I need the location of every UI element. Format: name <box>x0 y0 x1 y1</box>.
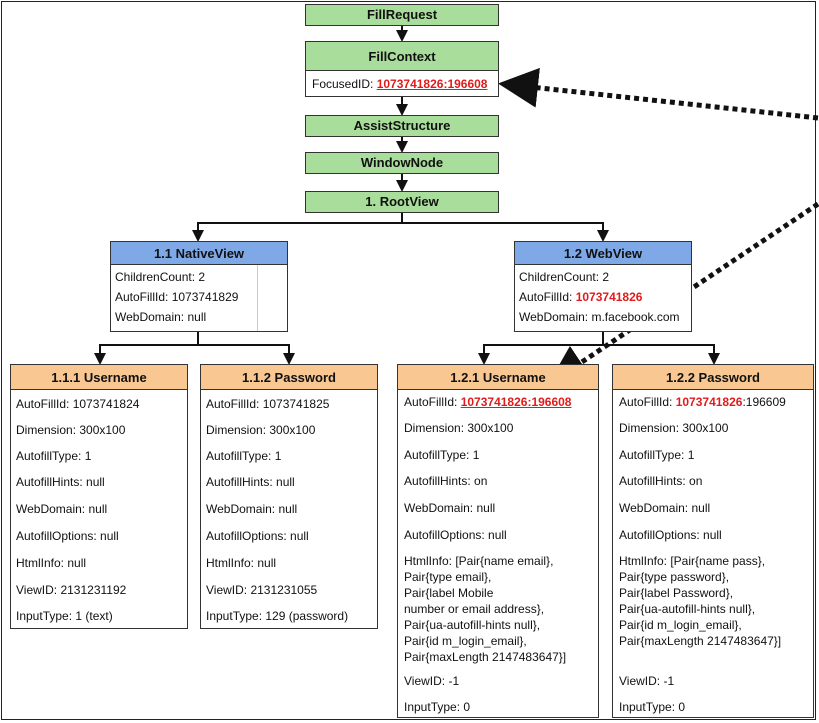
node-121-htmlinfo-4: Pair{ua-autofill-hints null}, <box>404 618 541 632</box>
node-121-box: 1.2.1 Username AutoFillId: 1073741826:19… <box>397 364 599 718</box>
node-122-htmlinfo-0: HtmlInfo: [Pair{name pass}, <box>619 554 766 568</box>
nativeview-webdomain: WebDomain: null <box>115 310 207 324</box>
webview-webdomain: WebDomain: m.facebook.com <box>519 310 680 324</box>
node-122-viewid: ViewID: -1 <box>619 674 675 688</box>
node-112-webdomain: WebDomain: null <box>206 502 298 516</box>
node-122-htmlinfo-5: Pair{maxLength 2147483647}] <box>619 634 782 648</box>
connector-web-password <box>603 344 720 365</box>
webview-autofillid-value: 1073741826 <box>575 290 643 304</box>
node-122-htmlinfo-3: Pair{ua-autofill-hints null}, <box>619 602 756 616</box>
node-121-htmlinfo-6: Pair{maxLength 2147483647}] <box>404 650 567 664</box>
node-111-box: 1.1.1 Username AutoFillId: 1073741824 Di… <box>10 364 188 629</box>
node-121-htmlinfo-2: Pair{label Mobile <box>404 586 494 600</box>
webview-title: 1.2 WebView <box>515 242 691 265</box>
connector-root-native <box>192 222 402 242</box>
fillcontext-title: FillContext <box>306 42 498 71</box>
connector-web-username <box>478 344 603 365</box>
node-112-autofillid: AutoFillId: 1073741825 <box>206 397 330 411</box>
node-121-title: 1.2.1 Username <box>398 365 598 390</box>
webview-autofillid: AutoFillId: 1073741826 <box>519 290 642 304</box>
node-122-inputtype: InputType: 0 <box>619 700 686 714</box>
node-121-autofillhints: AutofillHints: on <box>404 474 488 488</box>
node-121-htmlinfo-0: HtmlInfo: [Pair{name email}, <box>404 554 554 568</box>
connector-native-password <box>198 344 295 365</box>
nativeview-childrencount: ChildrenCount: 2 <box>115 270 206 284</box>
node-121-autofillid-value: 1073741826:196608 <box>460 395 572 409</box>
node-112-box: 1.1.2 Password AutoFillId: 1073741825 Di… <box>200 364 378 629</box>
node-112-title: 1.1.2 Password <box>201 365 377 390</box>
node-122-autofillid: AutoFillId: 1073741826:196609 <box>619 395 786 409</box>
focusedid-line: FocusedID: 1073741826:196608 <box>312 77 487 91</box>
node-112-autofilloptions: AutofillOptions: null <box>206 529 309 543</box>
node-111-htmlinfo: HtmlInfo: null <box>16 556 87 570</box>
node-111-inputtype: InputType: 1 (text) <box>16 609 113 623</box>
webview-childrencount: ChildrenCount: 2 <box>519 270 610 284</box>
node-121-viewid: ViewID: -1 <box>404 674 460 688</box>
node-112-inputtype: InputType: 129 (password) <box>206 609 349 623</box>
webview-box: 1.2 WebView ChildrenCount: 2 AutoFillId:… <box>514 241 692 332</box>
node-121-autofilltype: AutofillType: 1 <box>404 448 480 462</box>
webview-autofillid-label: AutoFillId: <box>519 290 576 304</box>
node-111-autofillhints: AutofillHints: null <box>16 475 105 489</box>
focusedid-value: 1073741826:196608 <box>376 77 488 91</box>
node-122-htmlinfo-1: Pair{type password}, <box>619 570 730 584</box>
node-121-inputtype: InputType: 0 <box>404 700 471 714</box>
windownode-box: WindowNode <box>305 152 499 174</box>
connector-native-username <box>94 344 198 365</box>
node-121-htmlinfo-1: Pair{type email}, <box>404 570 492 584</box>
node-122-webdomain: WebDomain: null <box>619 501 711 515</box>
node-122-autofillid-value-red: 1073741826 <box>675 395 743 409</box>
node-121-htmlinfo-5: Pair{id m_login_email}, <box>404 634 527 648</box>
assiststructure-box: AssistStructure <box>305 115 499 137</box>
node-122-dimension: Dimension: 300x100 <box>619 421 729 435</box>
node-122-autofilltype: AutofillType: 1 <box>619 448 695 462</box>
nativeview-title: 1.1 NativeView <box>111 242 287 265</box>
node-111-viewid: ViewID: 2131231192 <box>16 583 127 597</box>
node-121-autofillid: AutoFillId: 1073741826:196608 <box>404 395 571 409</box>
node-121-autofillid-label: AutoFillId: <box>404 395 461 409</box>
node-122-autofillid-label: AutoFillId: <box>619 395 676 409</box>
node-122-autofilloptions: AutofillOptions: null <box>619 528 722 542</box>
connector-root-web <box>402 222 609 242</box>
node-112-viewid: ViewID: 2131231055 <box>206 583 318 597</box>
node-111-webdomain: WebDomain: null <box>16 502 108 516</box>
node-112-autofillhints: AutofillHints: null <box>206 475 295 489</box>
rootview-box: 1. RootView <box>305 191 499 213</box>
node-121-webdomain: WebDomain: null <box>404 501 496 515</box>
node-111-autofilltype: AutofillType: 1 <box>16 449 92 463</box>
nativeview-autofillid: AutoFillId: 1073741829 <box>115 290 239 304</box>
node-111-dimension: Dimension: 300x100 <box>16 423 126 437</box>
node-111-title: 1.1.1 Username <box>11 365 187 390</box>
node-112-autofilltype: AutofillType: 1 <box>206 449 282 463</box>
dotted-arrow-to-focusedid <box>498 67 819 121</box>
node-112-dimension: Dimension: 300x100 <box>206 423 316 437</box>
fillcontext-box: FillContext FocusedID: 1073741826:196608 <box>305 41 499 97</box>
node-122-box: 1.2.2 Password AutoFillId: 1073741826:19… <box>612 364 814 718</box>
fillrequest-box: FillRequest <box>305 4 499 26</box>
node-122-htmlinfo-4: Pair{id m_login_email}, <box>619 618 742 632</box>
node-121-dimension: Dimension: 300x100 <box>404 421 514 435</box>
nativeview-divider <box>257 265 258 331</box>
node-122-autofillid-value-rest: :196609 <box>742 395 786 409</box>
node-122-autofillhints: AutofillHints: on <box>619 474 703 488</box>
node-111-autofillid: AutoFillId: 1073741824 <box>16 397 140 411</box>
nativeview-box: 1.1 NativeView ChildrenCount: 2 AutoFill… <box>110 241 288 332</box>
node-111-autofilloptions: AutofillOptions: null <box>16 529 119 543</box>
node-112-htmlinfo: HtmlInfo: null <box>206 556 277 570</box>
node-121-autofilloptions: AutofillOptions: null <box>404 528 507 542</box>
node-122-htmlinfo-2: Pair{label Password}, <box>619 586 734 600</box>
node-121-htmlinfo-3: number or email address}, <box>404 602 545 616</box>
focusedid-label: FocusedID: <box>312 77 377 91</box>
node-122-title: 1.2.2 Password <box>613 365 813 390</box>
